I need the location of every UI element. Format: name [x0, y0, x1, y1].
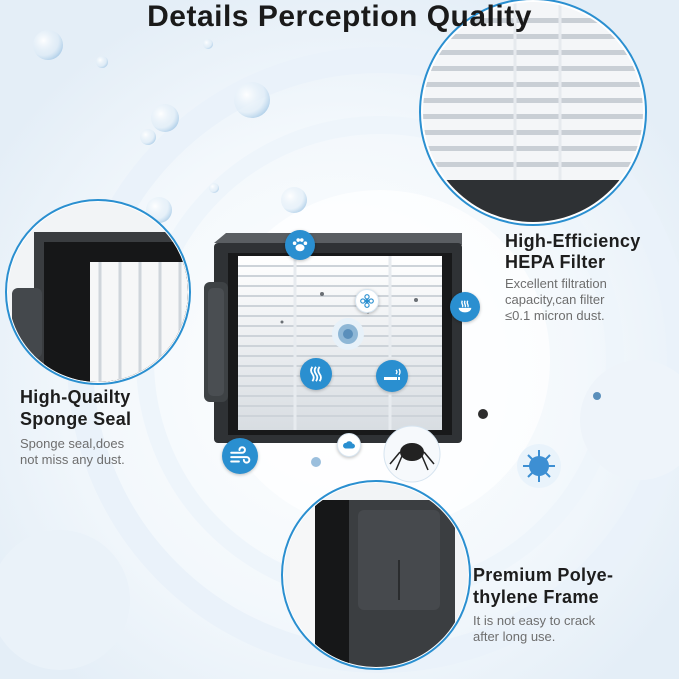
smoking-icon — [376, 360, 408, 392]
bacteria-icon — [522, 450, 556, 484]
frame-desc-line2: after long use. — [473, 629, 556, 644]
paw-icon — [285, 230, 315, 260]
hepa-desc-line3: ≤0.1 micron dust. — [505, 308, 605, 323]
hepa-title-line1: High-Efficiency — [505, 231, 641, 251]
sponge-desc-line1: Sponge seal,does — [20, 436, 125, 451]
flower-icon — [355, 289, 379, 313]
steam-icon — [300, 358, 332, 390]
mite-particle — [383, 425, 441, 483]
bubbles — [33, 30, 307, 223]
hepa-pleats — [423, 2, 643, 182]
frame-detail-circle — [281, 480, 471, 670]
bowl-steam-icon — [450, 292, 480, 322]
hepa-desc-line1: Excellent filtration — [505, 276, 607, 291]
sponge-desc-line2: not miss any dust. — [20, 452, 125, 467]
frame-title-line2: thylene Frame — [473, 587, 599, 607]
hepa-title-line2: HEPA Filter — [505, 252, 606, 272]
frame-title-line1: Premium Polye- — [473, 565, 614, 585]
hepa-desc-line2: capacity,can filter — [505, 292, 605, 307]
mite-icon — [392, 432, 432, 472]
wind-icon — [222, 438, 258, 474]
frame-desc-line1: It is not easy to crack — [473, 613, 596, 628]
virus-particle — [332, 318, 364, 350]
sponge-title-line1: High-Quailty — [20, 387, 131, 407]
cloud-icon — [337, 433, 361, 457]
sponge-detail-circle — [5, 199, 191, 385]
bacteria-particle — [517, 444, 561, 488]
virus-icon — [338, 320, 358, 340]
sponge-title-line2: Sponge Seal — [20, 409, 132, 429]
page-title: Details Perception Quality — [147, 0, 532, 33]
